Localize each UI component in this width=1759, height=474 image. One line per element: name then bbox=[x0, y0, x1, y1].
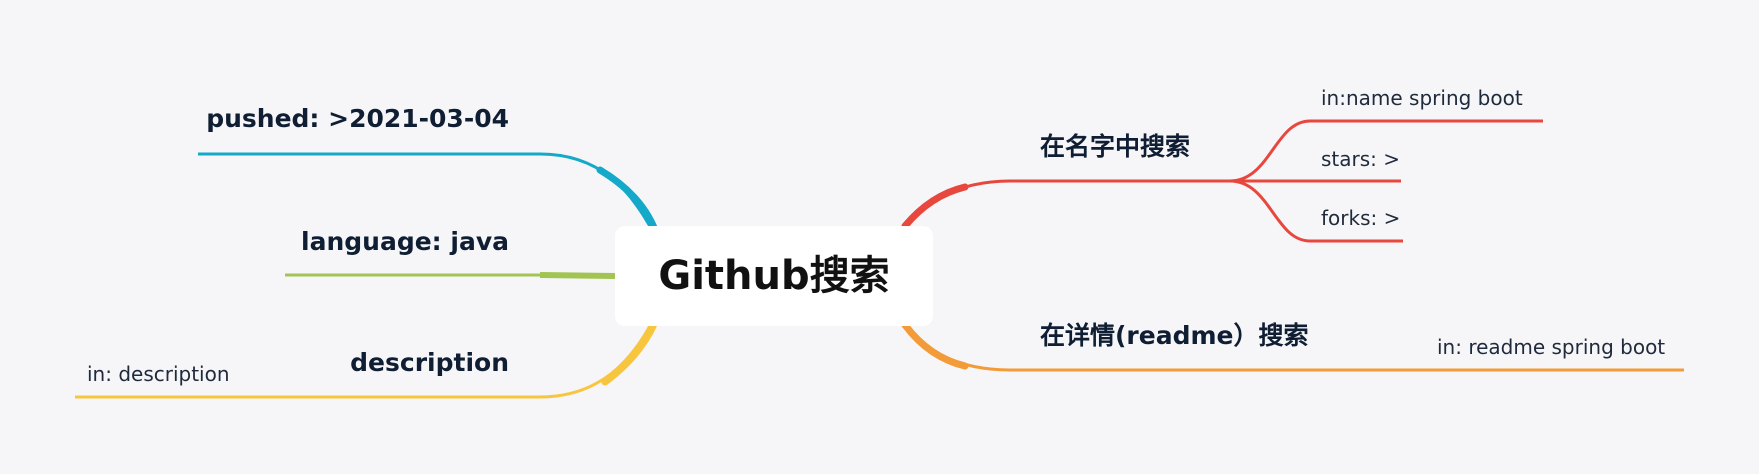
connector-name-child-0 bbox=[1229, 119, 1543, 183]
subtopic-in-readme[interactable]: in: readme spring boot bbox=[1437, 335, 1666, 359]
connector-pushed bbox=[198, 152, 654, 231]
subtopic-forks[interactable]: forks: > bbox=[1321, 206, 1401, 230]
subtopic-stars[interactable]: stars: > bbox=[1321, 147, 1401, 171]
topic-readme-search[interactable]: 在详情(readme）搜索 bbox=[1040, 321, 1309, 350]
connector-readme-search-thick bbox=[901, 321, 969, 370]
subtopic-in-name[interactable]: in:name spring boot bbox=[1321, 86, 1523, 110]
subtopic-description-in[interactable]: in: description bbox=[87, 362, 230, 386]
connector-name-child-2 bbox=[1229, 179, 1403, 243]
connector-description-thick bbox=[601, 318, 659, 386]
root-topic[interactable]: Github搜索 bbox=[615, 226, 933, 326]
connector-language-thick bbox=[539, 272, 616, 279]
topic-pushed[interactable]: pushed: >2021-03-04 bbox=[206, 104, 509, 133]
connector-name-search-thick bbox=[901, 183, 969, 230]
topic-description[interactable]: description bbox=[350, 348, 509, 377]
connector-pushed-thick bbox=[596, 166, 659, 234]
topic-name-search[interactable]: 在名字中搜索 bbox=[1040, 132, 1191, 161]
topic-language[interactable]: language: java bbox=[301, 227, 509, 256]
